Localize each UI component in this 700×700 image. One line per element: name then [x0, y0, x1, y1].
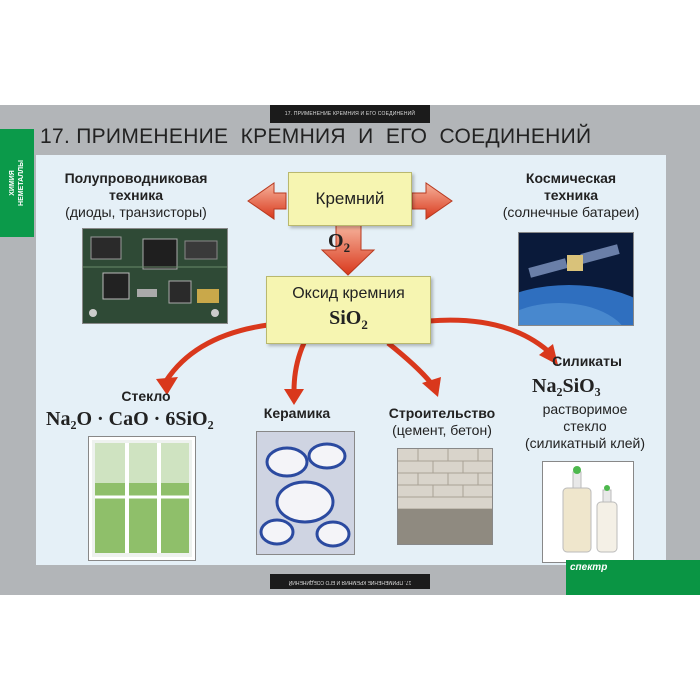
- side-tab-label: ХИМИЯ НЕМЕТАЛЛЫ: [9, 160, 25, 206]
- arrow-to-silicates: [428, 317, 550, 353]
- arrow-to-glass: [163, 322, 269, 383]
- poster: 17. ПРИМЕНЕНИЕ КРЕМНИЯ И ЕГО СОЕДИНЕНИЙ …: [0, 105, 700, 595]
- page-title: 17. ПРИМЕНЕНИЕ КРЕМНИЯ И ЕГО СОЕДИНЕНИЙ: [40, 125, 592, 148]
- satellite-icon: [519, 233, 633, 325]
- arrow-to-semiconductors: [247, 182, 287, 220]
- glass-window-image: [88, 436, 196, 561]
- window-icon: [89, 437, 195, 560]
- glass-label: Стекло: [121, 388, 171, 404]
- oxide-label: Оксид кремния: [292, 285, 405, 302]
- arrow-to-glass-head: [156, 377, 178, 395]
- arrows-layer: [156, 182, 558, 405]
- oxygen-reagent: O2: [328, 230, 351, 255]
- glue-bottles-image: [542, 461, 634, 563]
- brick-wall-image: [397, 448, 493, 545]
- arrow-to-space: [411, 182, 453, 220]
- semiconductors-label: Полупроводниковая техника (диоды, транзи…: [64, 170, 208, 220]
- publisher-brand: спектр: [570, 562, 608, 573]
- arrow-to-silicates-head: [539, 344, 558, 365]
- arrow-to-construction: [386, 341, 433, 385]
- circuit-board-image: [82, 228, 228, 324]
- satellite-image: [518, 232, 634, 326]
- silicon-box: Кремний: [288, 172, 412, 226]
- ceramics-image: [256, 431, 355, 555]
- diagram-board: Кремний O2 Оксид кремния SiO2 Полупровод…: [36, 155, 666, 565]
- glass-formula: Na₂O · CaO · 6SiO₂: [46, 408, 214, 430]
- oxide-formula: SiO2: [329, 307, 368, 332]
- arrow-to-ceramics-head: [284, 389, 304, 405]
- side-tab: ХИМИЯ НЕМЕТАЛЛЫ: [0, 129, 34, 237]
- brick-wall-icon: [398, 449, 492, 544]
- arrow-to-ceramics: [291, 341, 307, 392]
- arrow-to-construction-head: [422, 377, 441, 397]
- top-tab: 17. ПРИМЕНЕНИЕ КРЕМНИЯ И ЕГО СОЕДИНЕНИЙ: [270, 105, 430, 123]
- porcelain-icon: [257, 432, 354, 554]
- construction-label: Строительство (цемент, бетон): [388, 405, 496, 438]
- bottom-tab: 17. ПРИМЕНЕНИЕ КРЕМНИЯ И ЕГО СОЕДИНЕНИЙ: [270, 574, 430, 589]
- ceramics-label: Керамика: [263, 405, 331, 421]
- arrow-to-oxide: [320, 224, 376, 276]
- silicates-formula: Na₂SiO₃: [532, 375, 601, 397]
- circuit-board-icon: [83, 229, 227, 323]
- silicates-note: растворимое стекло (силикатный клей): [524, 401, 646, 451]
- space-label: Космическая техника (солнечные батареи): [502, 170, 640, 220]
- silicates-label: Силикаты: [552, 353, 622, 369]
- publisher-logo: спектр: [566, 560, 700, 595]
- silicon-oxide-box: Оксид кремния SiO2: [266, 276, 431, 344]
- glue-bottle-icon: [543, 462, 633, 562]
